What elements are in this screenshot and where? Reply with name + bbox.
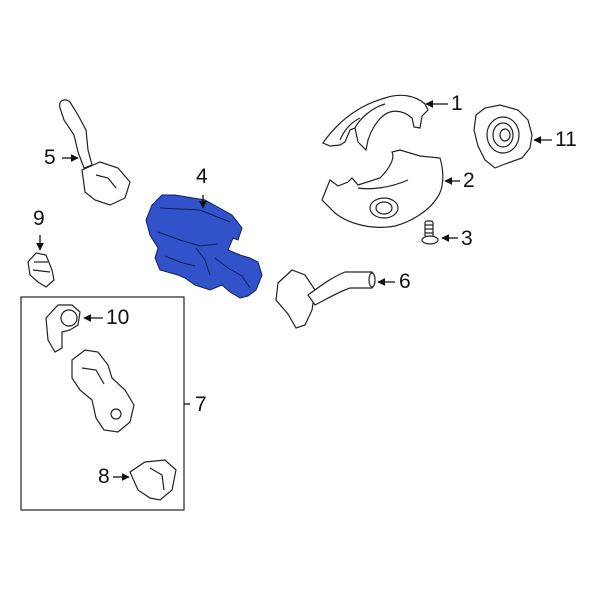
part-4-lock-housing[interactable] <box>145 194 263 299</box>
callout-3[interactable]: 3 <box>461 227 473 250</box>
part-11-clockspring[interactable] <box>473 104 533 169</box>
part-6-turn-signal-switch[interactable] <box>275 269 376 329</box>
part-9-lock-cylinder[interactable] <box>27 252 55 288</box>
callout-5[interactable]: 5 <box>44 146 56 169</box>
ignition-switch-body[interactable] <box>71 349 135 433</box>
callout-11[interactable]: 11 <box>555 128 577 151</box>
part-5-wiper-switch[interactable] <box>59 99 131 206</box>
callout-4[interactable]: 4 <box>196 165 208 188</box>
callout-8[interactable]: 8 <box>98 465 110 488</box>
callout-9[interactable]: 9 <box>33 207 45 230</box>
part-2-lower-shroud[interactable] <box>321 149 444 228</box>
part-10-bracket[interactable] <box>45 304 81 353</box>
part-1-upper-shroud[interactable] <box>322 94 429 152</box>
part-8-connector[interactable] <box>129 459 177 501</box>
callout-10[interactable]: 10 <box>106 306 130 329</box>
callout-6[interactable]: 6 <box>399 270 411 293</box>
callout-7[interactable]: 7 <box>195 393 207 416</box>
callout-1[interactable]: 1 <box>451 92 463 115</box>
part-3-bolt[interactable] <box>421 220 439 245</box>
callout-2[interactable]: 2 <box>463 169 475 192</box>
